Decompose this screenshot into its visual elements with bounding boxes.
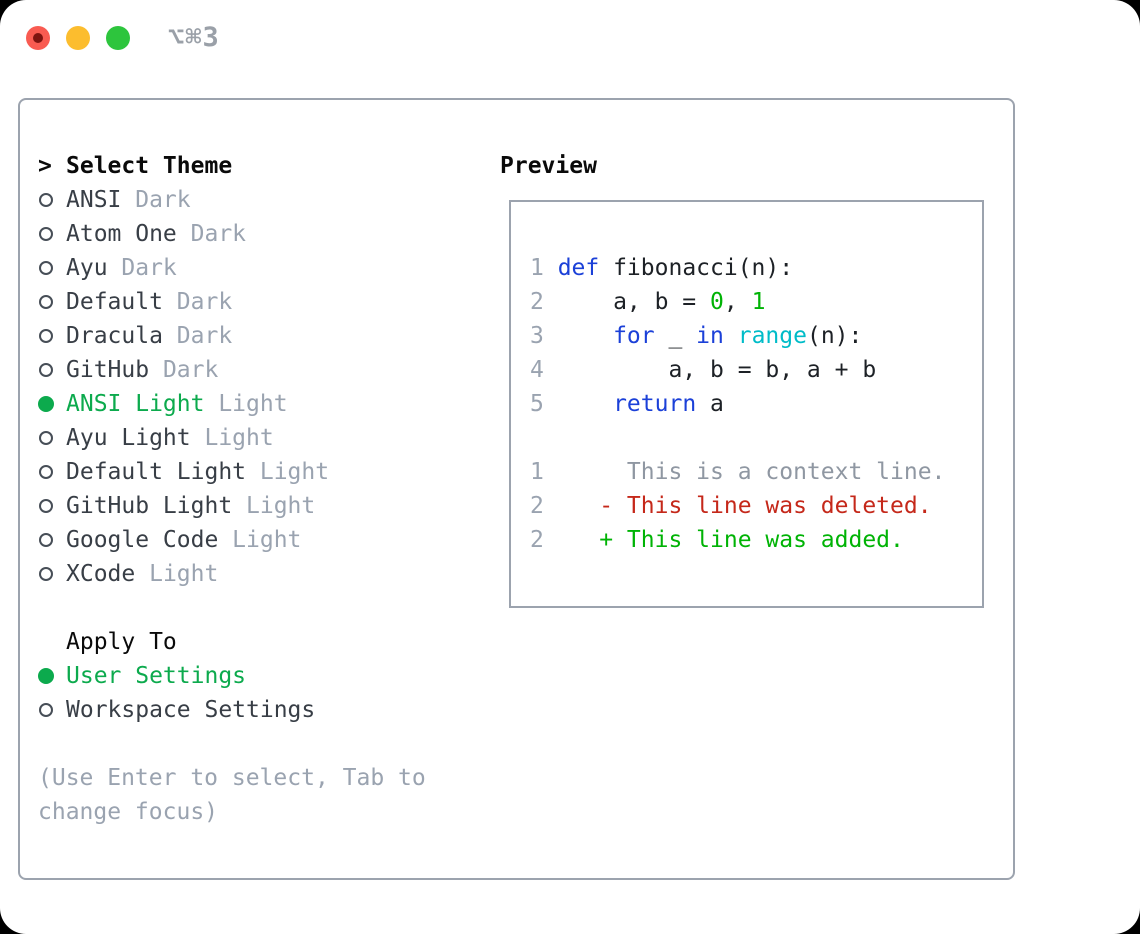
- radio-icon: [39, 227, 53, 241]
- zoom-button[interactable]: [106, 26, 130, 50]
- radio-icon: [39, 465, 53, 479]
- radio-icon: [39, 499, 53, 513]
- minimize-button[interactable]: [66, 26, 90, 50]
- radio-icon: [39, 703, 53, 717]
- option-label: User Settings: [66, 663, 247, 689]
- option-label: Default Light: [66, 459, 247, 485]
- code-line: 1 This is a context line.: [530, 455, 982, 489]
- option-label: Workspace Settings: [66, 697, 316, 723]
- line-number: 1: [530, 459, 544, 485]
- line-number: 1: [530, 255, 544, 281]
- option-label: GitHub Light: [66, 493, 233, 519]
- code-line: 4 a, b = b, a + b: [530, 353, 982, 387]
- theme-option[interactable]: Ayu Dark: [38, 251, 498, 285]
- option-label: ANSI: [66, 187, 122, 213]
- theme-variant-label: Light: [232, 527, 302, 553]
- spacer: [38, 727, 498, 761]
- theme-variant-label: Light: [149, 561, 219, 587]
- radio-icon: [39, 533, 53, 547]
- theme-option[interactable]: Ayu Light Light: [38, 421, 498, 455]
- line-number: 4: [530, 357, 544, 383]
- titlebar: ⌥⌘3: [0, 0, 1140, 76]
- theme-variant-label: Light: [218, 391, 288, 417]
- option-label: Google Code: [66, 527, 219, 553]
- theme-option[interactable]: GitHub Light Light: [38, 489, 498, 523]
- theme-variant-label: Dark: [190, 221, 247, 247]
- radio-selected-icon: [38, 396, 54, 412]
- theme-option[interactable]: Default Dark: [38, 285, 498, 319]
- theme-option[interactable]: GitHub Dark: [38, 353, 498, 387]
- line-number: 5: [530, 391, 544, 417]
- theme-variant-label: Light: [204, 425, 274, 451]
- code-line: 2 a, b = 0, 1: [530, 285, 982, 319]
- theme-variant-label: Dark: [121, 255, 177, 281]
- close-button[interactable]: [26, 26, 50, 50]
- radio-icon: [39, 363, 53, 377]
- apply-to-option[interactable]: Workspace Settings: [38, 693, 498, 727]
- code-line: 3 for _ in range(n):: [530, 319, 982, 353]
- code-line: 2 + This line was added.: [530, 523, 982, 557]
- option-label: Dracula: [66, 323, 163, 349]
- line-number: 2: [530, 493, 544, 519]
- line-number: 2: [530, 289, 544, 315]
- theme-option[interactable]: Dracula Dark: [38, 319, 498, 353]
- theme-variant-label: Dark: [162, 357, 219, 383]
- theme-option[interactable]: Atom One Dark: [38, 217, 498, 251]
- help-text: (Use Enter to select, Tab to change focu…: [38, 765, 426, 825]
- theme-option[interactable]: XCode Light: [38, 557, 498, 591]
- code-line: 5 return a: [530, 387, 982, 421]
- code-line: [530, 421, 982, 455]
- radio-icon: [39, 431, 53, 445]
- theme-variant-label: Dark: [135, 187, 191, 213]
- theme-variant-label: Dark: [176, 289, 233, 315]
- option-label: Atom One: [66, 221, 177, 247]
- theme-option[interactable]: ANSI Light Light: [38, 387, 498, 421]
- radio-icon: [39, 261, 53, 275]
- keyboard-shortcut-label: ⌥⌘3: [168, 22, 220, 53]
- theme-option[interactable]: ANSI Dark: [38, 183, 498, 217]
- option-label: Ayu: [66, 255, 108, 281]
- radio-icon: [39, 329, 53, 343]
- code-line: 2 - This line was deleted.: [530, 489, 982, 523]
- radio-icon: [39, 193, 53, 207]
- theme-variant-label: Light: [246, 493, 316, 519]
- theme-variant-label: Light: [259, 459, 330, 485]
- option-label: ANSI Light: [66, 391, 205, 417]
- line-number: 3: [530, 323, 544, 349]
- theme-selector-header: > Select Theme: [38, 149, 498, 183]
- radio-selected-icon: [38, 668, 54, 684]
- theme-selector-title: Select Theme: [66, 153, 233, 179]
- option-label: XCode: [66, 561, 136, 587]
- spacer: [38, 591, 498, 625]
- theme-option[interactable]: Default Light Light: [38, 455, 498, 489]
- option-label: GitHub: [66, 357, 150, 383]
- option-label: Ayu Light: [66, 425, 191, 451]
- theme-variant-label: Dark: [176, 323, 233, 349]
- apply-to-option[interactable]: User Settings: [38, 659, 498, 693]
- radio-icon: [39, 295, 53, 309]
- option-label: Default: [66, 289, 163, 315]
- radio-icon: [39, 567, 53, 581]
- selection-cursor-icon: >: [38, 153, 52, 179]
- preview-title: Preview: [500, 153, 597, 179]
- apply-to-title: Apply To: [66, 629, 177, 655]
- theme-option[interactable]: Google Code Light: [38, 523, 498, 557]
- line-number: 2: [530, 527, 544, 553]
